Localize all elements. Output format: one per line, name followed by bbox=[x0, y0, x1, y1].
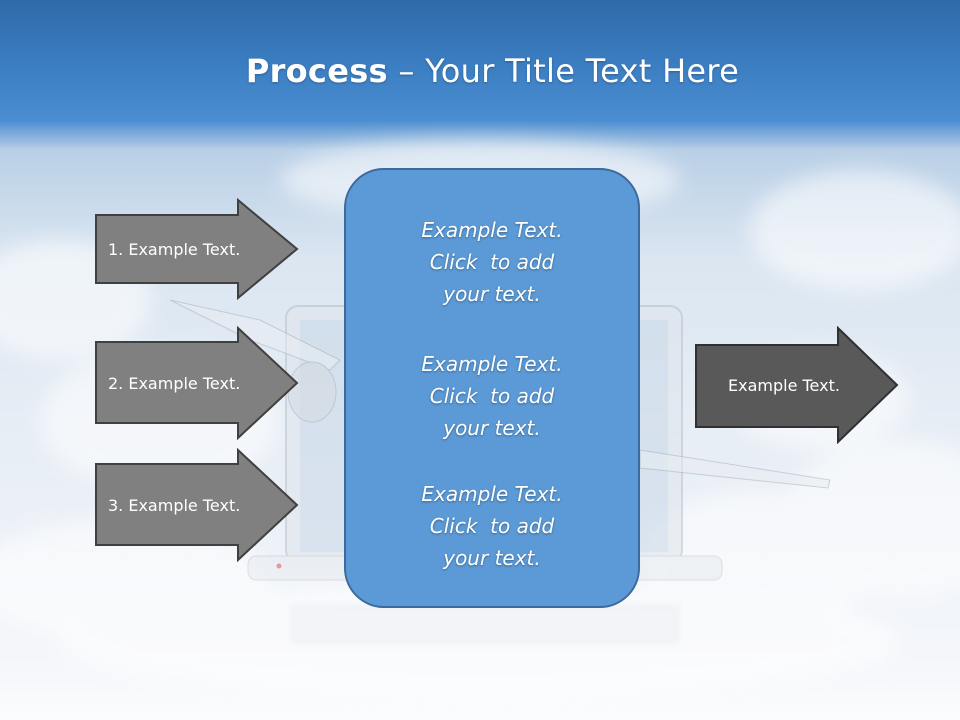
step-arrow-2[interactable]: 2. Example Text. bbox=[94, 326, 300, 440]
text-line: your text. bbox=[443, 282, 541, 306]
text-line: Click to add bbox=[429, 514, 555, 538]
step-label: 3. Example Text. bbox=[108, 495, 241, 515]
center-text-block-2[interactable]: Example Text. Click to add your text. bbox=[346, 348, 638, 444]
step-label: 2. Example Text. bbox=[108, 373, 241, 393]
arrow-right-icon bbox=[695, 326, 899, 444]
text-line: your text. bbox=[443, 416, 541, 440]
step-arrow-1[interactable]: 1. Example Text. bbox=[94, 198, 300, 300]
text-line: Example Text. bbox=[421, 218, 563, 242]
title-rest: – Your Title Text Here bbox=[387, 52, 740, 90]
text-line: Example Text. bbox=[421, 482, 563, 506]
arrow-right-icon bbox=[95, 448, 299, 562]
slide-title: Process – Your Title Text Here bbox=[0, 52, 960, 90]
text-line: Click to add bbox=[429, 250, 555, 274]
arrow-right-icon bbox=[95, 198, 299, 300]
center-text-block-3[interactable]: Example Text. Click to add your text. bbox=[346, 478, 638, 574]
result-arrow[interactable]: Example Text. bbox=[694, 326, 900, 444]
center-text-block-1[interactable]: Example Text. Click to add your text. bbox=[346, 214, 638, 310]
arrow-right-icon bbox=[95, 326, 299, 440]
text-line: your text. bbox=[443, 546, 541, 570]
step-arrow-3[interactable]: 3. Example Text. bbox=[94, 448, 300, 562]
title-bold: Process bbox=[245, 52, 388, 90]
center-text-box[interactable]: Example Text. Click to add your text. Ex… bbox=[344, 168, 640, 608]
text-line: Click to add bbox=[429, 384, 555, 408]
text-line: Example Text. bbox=[421, 352, 563, 376]
step-label: 1. Example Text. bbox=[108, 239, 241, 259]
result-label: Example Text. bbox=[728, 375, 840, 395]
